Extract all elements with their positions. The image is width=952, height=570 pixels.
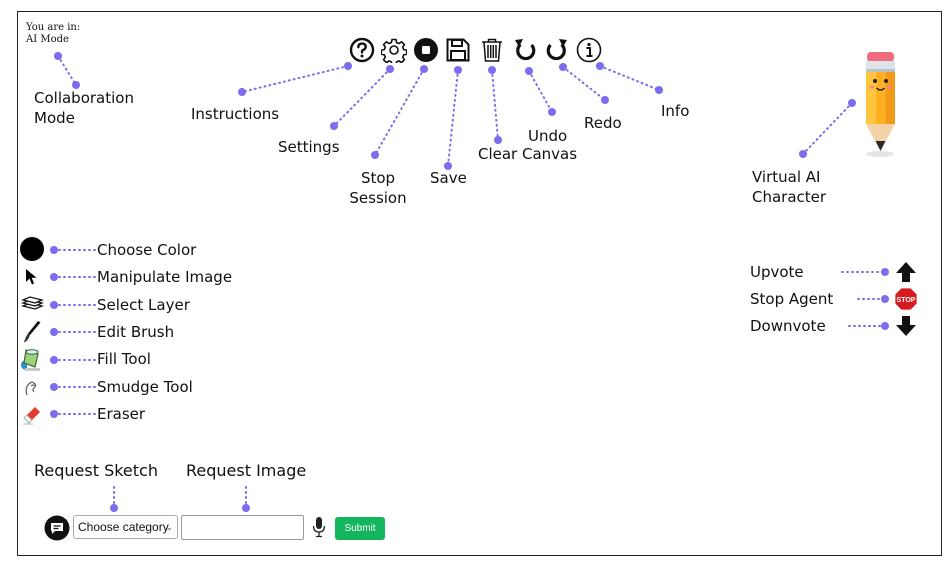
collaboration-mode-label-line2: Mode	[34, 109, 75, 127]
undo-label: Undo	[528, 127, 568, 145]
stop-sign-text: STOP	[897, 297, 916, 304]
gear-icon	[381, 38, 407, 63]
question-mark-icon	[349, 37, 375, 63]
stop-circle-icon	[414, 38, 438, 62]
arrow-up-icon	[896, 262, 916, 282]
mode-indicator: You are in: AI Mode	[26, 22, 80, 46]
redo-button[interactable]	[543, 36, 571, 64]
request-sketch-label: Request Sketch	[34, 461, 158, 480]
pencil-character-icon	[866, 52, 895, 157]
paint-bucket-icon	[21, 349, 40, 371]
settings-button[interactable]	[380, 36, 408, 64]
info-button[interactable]	[575, 36, 603, 64]
instructions-button[interactable]	[348, 36, 376, 64]
chat-bubble-icon	[44, 515, 70, 541]
mode-indicator-prefix: You are in:	[26, 22, 81, 33]
chat-button[interactable]	[44, 515, 70, 541]
category-select-value: Choose category	[78, 520, 169, 534]
choose-color-tool[interactable]	[19, 236, 45, 262]
layers-icon	[20, 296, 44, 310]
floppy-disk-icon	[446, 38, 470, 62]
settings-label: Settings	[278, 138, 340, 156]
trash-can-icon	[482, 38, 502, 62]
upvote-button[interactable]	[894, 260, 918, 284]
category-select[interactable]: Choose category ⌄	[73, 515, 178, 539]
eraser-tool[interactable]	[19, 401, 45, 427]
undo-button[interactable]	[511, 36, 539, 64]
clear-canvas-label: Clear Canvas	[478, 145, 578, 163]
finger-smudge-icon	[25, 381, 37, 396]
stop-agent-label: Stop Agent	[750, 290, 834, 308]
black-circle-icon	[20, 237, 44, 261]
smudge-tool[interactable]	[19, 374, 45, 400]
stop-session-label-line2: Session	[349, 189, 407, 207]
virtual-ai-character-label-line1: Virtual AI	[752, 168, 821, 186]
virtual-ai-character-label-line2: Character	[752, 188, 827, 206]
manipulate-image-tool[interactable]	[19, 264, 45, 290]
eraser-label: Eraser	[97, 405, 146, 423]
stop-session-label-line1: Stop	[360, 169, 396, 187]
fill-tool-label: Fill Tool	[97, 350, 151, 368]
stop-session-button[interactable]	[412, 36, 440, 64]
collaboration-mode-label: Collaboration Mode	[34, 88, 134, 128]
save-label: Save	[430, 169, 467, 187]
save-button[interactable]	[444, 36, 472, 64]
fill-tool[interactable]	[19, 346, 45, 372]
edit-brush-tool[interactable]	[19, 319, 45, 345]
select-layer-label: Select Layer	[97, 296, 190, 314]
mode-indicator-value: AI Mode	[26, 34, 69, 45]
instructions-label: Instructions	[191, 105, 280, 123]
eraser-icon	[23, 407, 40, 425]
virtual-ai-character-label: Virtual AI Character	[752, 167, 826, 207]
redo-label: Redo	[584, 114, 622, 132]
stop-session-label: Stop Session	[348, 168, 408, 208]
info-label: Info	[661, 102, 690, 120]
choose-color-label: Choose Color	[97, 241, 197, 259]
submit-button[interactable]: Submit	[335, 517, 385, 540]
manipulate-image-label: Manipulate Image	[97, 268, 233, 286]
microphone-icon	[312, 517, 326, 538]
chevron-down-icon: ⌄	[165, 522, 173, 532]
downvote-button[interactable]	[894, 314, 918, 338]
select-layer-tool[interactable]	[19, 292, 45, 318]
brush-icon	[24, 321, 41, 343]
undo-arrow-icon	[515, 39, 536, 61]
prompt-input[interactable]	[181, 515, 304, 540]
info-icon	[576, 37, 602, 63]
upvote-label: Upvote	[750, 263, 804, 281]
stop-agent-button[interactable]: STOP	[894, 287, 918, 311]
redo-arrow-icon	[546, 39, 567, 61]
collaboration-mode-label-line1: Collaboration	[34, 89, 134, 107]
downvote-label: Downvote	[750, 317, 826, 335]
edit-brush-label: Edit Brush	[97, 323, 175, 341]
app-frame	[17, 11, 942, 556]
stop-sign-icon: STOP	[894, 287, 918, 311]
microphone-button[interactable]	[312, 516, 326, 538]
cursor-arrow-icon	[26, 269, 37, 285]
arrow-down-icon	[896, 316, 916, 336]
smudge-tool-label: Smudge Tool	[97, 378, 193, 396]
clear-canvas-button[interactable]	[478, 36, 506, 64]
request-image-label: Request Image	[186, 461, 307, 480]
virtual-ai-character[interactable]	[855, 50, 905, 162]
